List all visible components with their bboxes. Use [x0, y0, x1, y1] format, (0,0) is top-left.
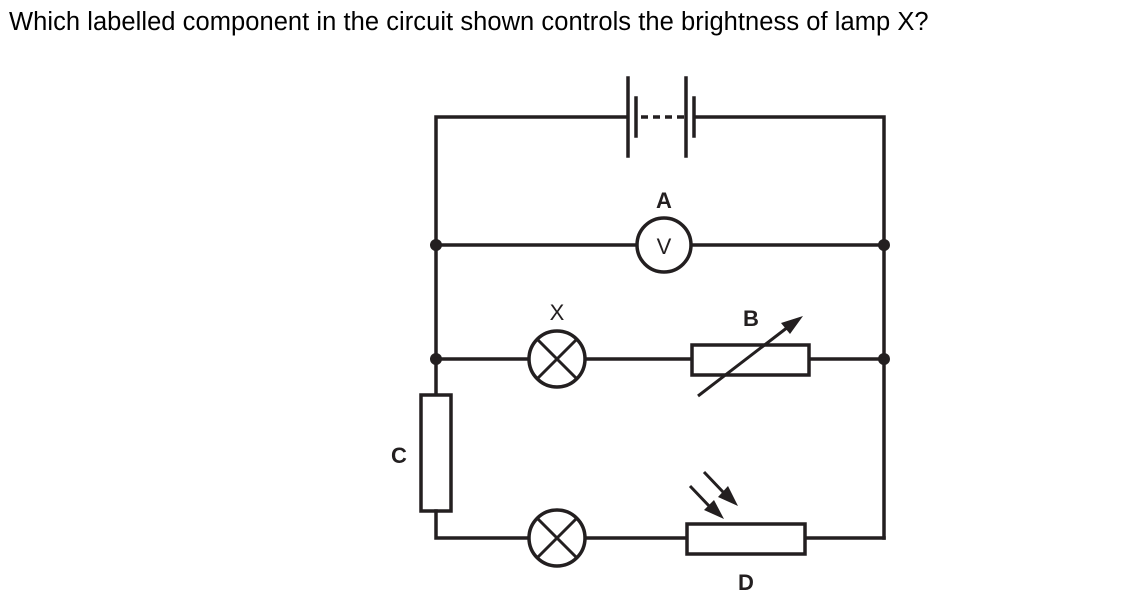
label-a: A [656, 188, 672, 213]
resistor-c-icon [419, 393, 453, 513]
ldr-icon [685, 470, 807, 556]
top-wire [434, 115, 886, 247]
label-c: C [391, 443, 407, 468]
voltmeter-icon: V [635, 216, 693, 274]
lamp-icon [527, 508, 587, 568]
question-text: Which labelled component in the circuit … [9, 8, 929, 36]
junction-dot [878, 239, 890, 251]
label-d: D [738, 570, 754, 595]
lamp-x-icon [527, 329, 587, 389]
label-b: B [743, 306, 759, 331]
bottom-wire [434, 509, 886, 540]
voltmeter-symbol: V [657, 234, 672, 259]
variable-resistor-icon [690, 316, 811, 398]
battery-icon [626, 76, 696, 158]
junction-dot [430, 239, 442, 251]
label-x: X [550, 300, 565, 325]
